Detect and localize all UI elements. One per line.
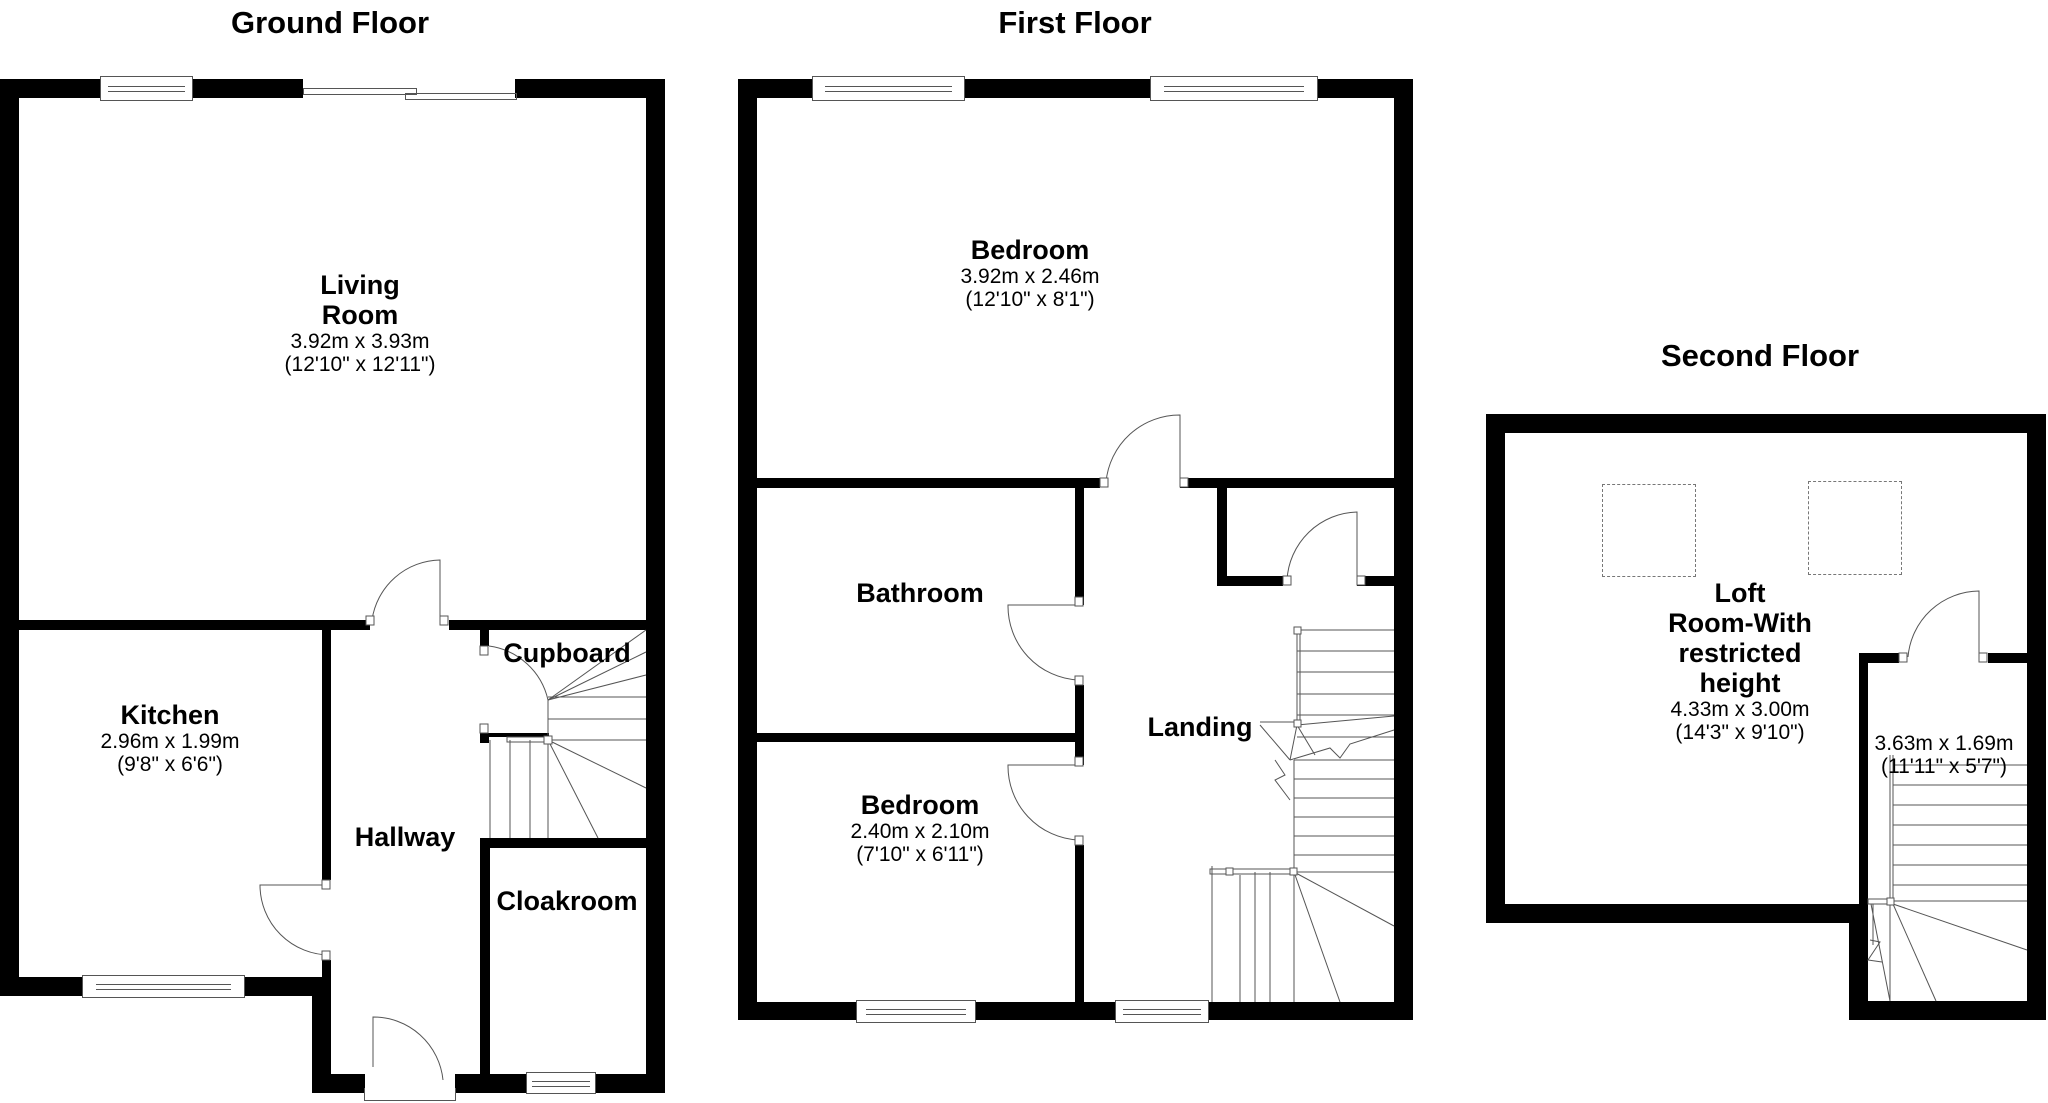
second-floor-title: Second Floor [1660, 338, 1860, 373]
window [1115, 1000, 1209, 1023]
wall [1357, 576, 1394, 586]
wall [738, 79, 757, 1020]
wall [1859, 653, 1899, 663]
wall [1180, 478, 1394, 488]
wall [1486, 904, 1868, 923]
sliding-door-panel [405, 93, 517, 100]
wall [312, 977, 331, 1093]
skylight [1602, 484, 1696, 577]
wall [480, 733, 489, 743]
wall [1849, 904, 1868, 1020]
wall [1394, 79, 1413, 1020]
wall [1486, 414, 2046, 433]
wall [489, 733, 549, 737]
wall [1075, 685, 1084, 765]
wall [322, 630, 331, 880]
window [526, 1072, 596, 1094]
kitchen-label: Kitchen 2.96m x 1.99m (9'8" x 6'6") [100, 700, 240, 776]
wall [646, 79, 665, 1093]
bedroom-1-label: Bedroom 3.92m x 2.46m (12'10" x 8'1") [960, 235, 1100, 311]
wall [2027, 414, 2046, 1020]
wall [449, 620, 646, 630]
window [856, 1000, 976, 1023]
cloakroom-label: Cloakroom [496, 886, 638, 916]
loft-room-label: Loft Room-With restricted height 4.33m x… [1668, 578, 1812, 744]
landing-label: Landing [1147, 712, 1253, 742]
hallway-label: Hallway [354, 822, 456, 852]
front-door-opening [365, 1072, 455, 1095]
cupboard-label: Cupboard [503, 638, 631, 668]
wall [1859, 653, 1868, 913]
window [1150, 76, 1318, 101]
skylight [1808, 481, 1902, 575]
wall [1849, 1001, 2046, 1020]
wall [757, 478, 1100, 488]
wall [0, 79, 19, 996]
stair-room-dimensions: 3.63m x 1.69m (11'11" x 5'7") [1874, 732, 2014, 778]
threshold [364, 1088, 456, 1101]
wall [1075, 845, 1084, 1005]
window [812, 76, 965, 101]
wall [480, 838, 490, 1078]
wall [480, 630, 489, 646]
wall [19, 620, 370, 630]
wall [1075, 488, 1084, 605]
living-room-label: Living Room 3.92m x 3.93m (12'10" x 12'1… [284, 270, 436, 376]
ground-floor-title: Ground Floor [230, 5, 430, 40]
first-floor-title: First Floor [998, 5, 1152, 40]
wall [1217, 488, 1227, 586]
wall [1217, 576, 1283, 586]
wall [480, 838, 646, 848]
wall [1988, 653, 2027, 663]
wall [1486, 414, 1505, 922]
sliding-door-panel [303, 88, 417, 95]
wall [757, 733, 1075, 742]
bedroom-2-label: Bedroom 2.40m x 2.10m (7'10" x 6'11") [850, 790, 990, 866]
window [100, 76, 193, 101]
window [82, 975, 245, 998]
wall [322, 960, 331, 980]
bathroom-label: Bathroom [856, 578, 984, 608]
